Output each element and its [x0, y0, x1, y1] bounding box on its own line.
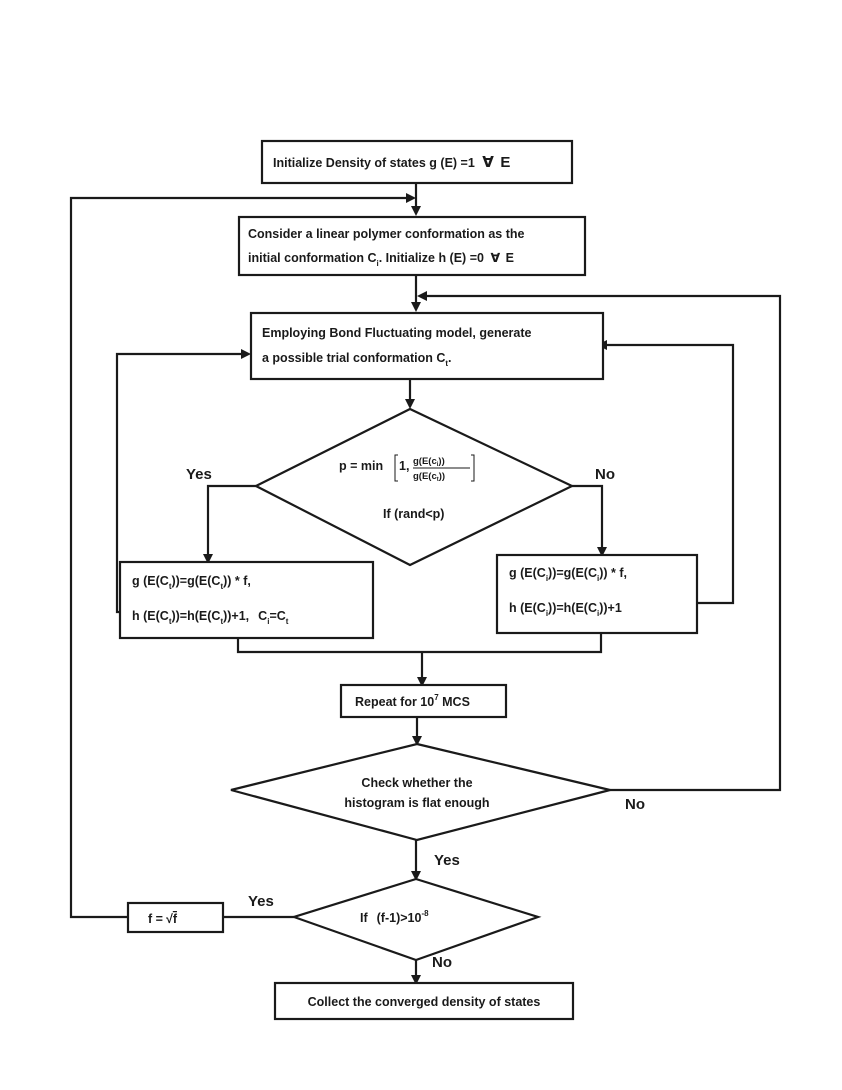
repeat-mcs-text: Repeat for 107 MCS — [355, 693, 470, 709]
collect-density-text: Collect the converged density of states — [308, 995, 541, 1009]
acceptance-condition: If (rand<p) — [383, 507, 444, 521]
reject-update-line1: g (E(Ci))=g(E(Ci)) * f, — [509, 566, 627, 583]
node-accept-update: g (E(Ct))=g(E(Ct)) * f, h (E(Ct))=h(E(Ct… — [118, 560, 375, 640]
label-converge-no: No — [432, 954, 452, 971]
node-linear-conformation: Consider a linear polymer conformation a… — [237, 215, 587, 277]
label-flat-no: No — [625, 796, 645, 813]
connectors — [69, 183, 782, 979]
arrowheads — [203, 193, 607, 985]
acceptance-one: 1, — [399, 459, 409, 473]
node-collect-density: Collect the converged density of states — [273, 981, 575, 1021]
label-converge-yes: Yes — [248, 893, 274, 910]
reject-update-line2: h (E(Ci))=h(E(Ci))+1 — [509, 601, 622, 618]
node-repeat-mcs: Repeat for 107 MCS — [339, 683, 508, 719]
arrowhead — [406, 193, 416, 203]
node-flatness-decision: Check whether the histogram is flat enou… — [230, 742, 611, 842]
edge-accept-no — [572, 484, 604, 551]
node-bond-line2: a possible trial conformation Ct. — [262, 351, 452, 368]
acceptance-prefix: p = min — [339, 459, 383, 473]
flatness-line1: Check whether the — [361, 776, 472, 790]
flatness-line2: histogram is flat enough — [344, 796, 489, 810]
update-f-text: f =√f — [148, 912, 178, 926]
edge-labels: Yes No No Yes Yes No — [186, 466, 645, 971]
node-bond-fluctuation: Employing Bond Fluctuating model, genera… — [249, 311, 605, 381]
arrowhead — [411, 206, 421, 216]
arrowhead — [405, 399, 415, 409]
arrowhead — [411, 302, 421, 312]
edge-accept-yes — [206, 484, 256, 558]
label-accept-yes: Yes — [186, 466, 212, 483]
arrowhead — [241, 349, 251, 359]
node-update-f: f =√f — [126, 901, 225, 934]
label-accept-no: No — [595, 466, 615, 483]
arrowhead — [417, 677, 427, 687]
node-linear-line1: Consider a linear polymer conformation a… — [248, 227, 525, 241]
arrowhead — [411, 871, 421, 881]
node-init-density: Initialize Density of states g (E) =1 ∀ … — [260, 139, 574, 185]
edge-no-loop-to-bond — [603, 343, 735, 605]
edge-sqrtf-loop — [69, 196, 410, 919]
accept-update-line2: h (E(Ct))=h(E(Ct))+1,Ci=Ct — [132, 609, 289, 626]
node-bond-line1: Employing Bond Fluctuating model, genera… — [262, 326, 532, 340]
arrowhead — [597, 547, 607, 557]
node-linear-line2: initial conformation Ci. Initialize h (E… — [248, 251, 514, 268]
edge-merge — [236, 633, 603, 654]
node-init-density-text: Initialize Density of states g (E) =1 ∀ … — [273, 154, 510, 171]
acceptance-denominator: g(E(ct)) — [413, 471, 445, 483]
edge-yes-loop-to-bond — [115, 352, 245, 614]
node-reject-update: g (E(Ci))=g(E(Ci)) * f, h (E(Ci))=h(E(Ci… — [495, 553, 699, 635]
arrowhead — [412, 736, 422, 746]
acceptance-numerator: g(E(ci)) — [413, 456, 445, 468]
arrowhead — [411, 975, 421, 985]
arrowhead — [417, 291, 427, 301]
node-convergence-decision: If(f-1)>10-8 — [290, 877, 542, 962]
arrowhead — [203, 554, 213, 564]
accept-update-line1: g (E(Ct))=g(E(Ct)) * f, — [132, 574, 251, 591]
node-acceptance-decision: p = min 1, g(E(ci)) g(E(ct)) If (rand<p) — [253, 407, 575, 567]
convergence-condition: If(f-1)>10-8 — [360, 909, 429, 925]
label-flat-yes: Yes — [434, 852, 460, 869]
edge-flat-no — [423, 294, 782, 792]
